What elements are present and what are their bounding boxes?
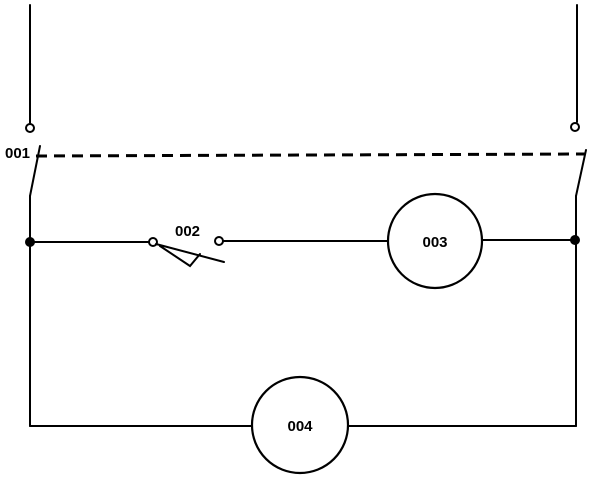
switch-001-left-pole [25,4,41,197]
upper-branch [29,192,576,290]
left-switch-blade [29,145,41,197]
switch-001-right-pole [570,4,587,197]
contact-002-blade [155,243,225,268]
load-003-label: 003 [422,234,447,251]
contact-002-terminal-right [214,236,224,246]
switch-001-label: 001 [5,145,30,162]
right-pole-terminal [570,122,580,132]
switch-linkage-dashed [35,152,586,158]
left-pole-terminal [25,123,35,133]
load-004-label: 004 [287,418,313,435]
right-switch-blade [575,149,587,197]
contact-002-label: 002 [175,223,200,240]
lower-branch [29,375,577,475]
